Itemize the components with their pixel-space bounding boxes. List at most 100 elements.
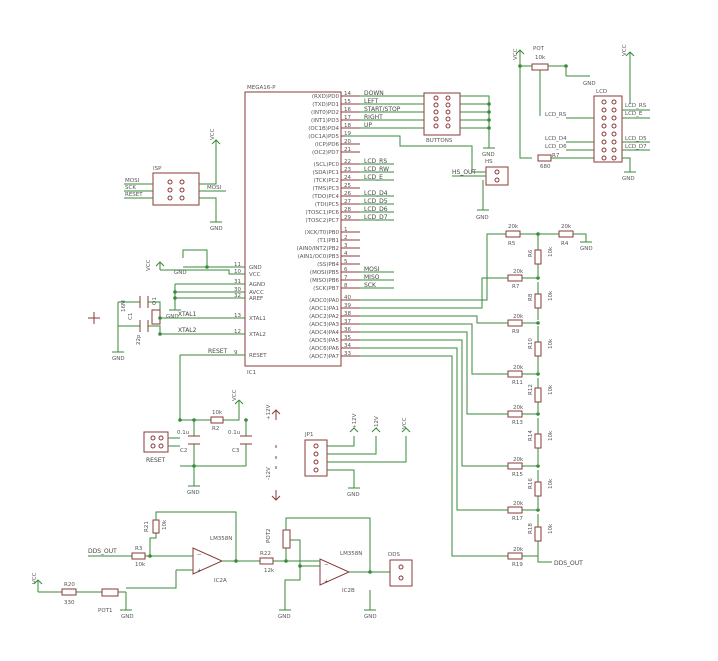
- pin-name: (ADC0)PA0: [309, 298, 339, 304]
- pin-name: (TXD)PD1: [312, 102, 339, 108]
- pin-name: XTAL2: [249, 332, 266, 338]
- svg-text:IC2A: IC2A: [214, 578, 227, 584]
- svg-text:GND: GND: [583, 81, 596, 87]
- svg-text:GND: GND: [347, 492, 360, 498]
- svg-text:20k: 20k: [513, 457, 524, 463]
- hs-connector[interactable]: HS: [485, 159, 509, 186]
- buttons-connector[interactable]: BUTTONS: [423, 92, 461, 144]
- svg-text:10k: 10k: [162, 519, 168, 530]
- reset-circuit[interactable]: RESET VCC 10k R2 GND 0.1u C2 0.1u C3: [143, 354, 252, 496]
- pin-number: 10: [234, 269, 241, 275]
- pin-name: AREF: [249, 296, 263, 302]
- svg-text:10k: 10k: [548, 384, 554, 395]
- r2r-ladder[interactable]: 20kR520kR4GND20kR720kR920kR1120kR1320kR1…: [505, 224, 593, 568]
- svg-text:10k: 10k: [135, 562, 146, 568]
- pin-number: 7: [344, 275, 348, 281]
- opamp-ic2b[interactable]: − + LM358N IC2B: [319, 551, 362, 594]
- net-label: START/STOP: [364, 106, 401, 113]
- pin-number: 19: [344, 131, 351, 137]
- svg-text:GND: GND: [112, 356, 125, 362]
- lcd-wires: LCD_RS LCD_E LCD_D5 LCD_D7 LCD_RS LCD_D4…: [545, 44, 650, 182]
- svg-text:20k: 20k: [513, 547, 524, 553]
- adc-wires: [360, 233, 508, 557]
- svg-text:22p: 22p: [136, 334, 142, 345]
- svg-text:LCD_D4: LCD_D4: [545, 136, 567, 142]
- pin-number: 22: [344, 159, 351, 165]
- svg-text:VCC: VCC: [402, 417, 408, 429]
- pin-name: (ADC4)PA4: [309, 330, 339, 336]
- pin-number: 17: [344, 115, 351, 121]
- svg-text:R6: R6: [528, 249, 534, 257]
- svg-text:R4: R4: [561, 241, 569, 247]
- svg-text:POT2: POT2: [266, 528, 272, 543]
- net-label: SCK: [364, 282, 377, 289]
- svg-text:GND: GND: [580, 246, 593, 252]
- svg-text:HS_OUT: HS_OUT: [452, 169, 476, 176]
- svg-text:VCC: VCC: [146, 259, 152, 271]
- svg-text:-12V: -12V: [374, 416, 380, 429]
- pin-number: 18: [344, 123, 351, 129]
- pin-number: 39: [344, 303, 351, 309]
- pin-name: (ADC1)PA1: [309, 306, 339, 312]
- svg-text:VCC: VCC: [32, 572, 38, 584]
- pin-name: (XCK/T0)PB0: [305, 230, 340, 236]
- pot-circuit[interactable]: POT 10k VCC GND R7 680: [513, 46, 596, 170]
- svg-text:R7: R7: [512, 284, 520, 290]
- pin-number: 2: [344, 235, 348, 241]
- pin-name: (TMS)PC3: [312, 186, 339, 192]
- dds-connector[interactable]: DDS: [388, 552, 413, 587]
- svg-text:20k: 20k: [508, 224, 519, 230]
- pin-number: 8: [344, 283, 348, 289]
- svg-text:MOSI: MOSI: [125, 178, 140, 184]
- pin-number: 37: [344, 319, 351, 325]
- pin-name: (T1)PB1: [317, 238, 339, 244]
- svg-text:10k: 10k: [548, 523, 554, 534]
- net-label: LCD_E: [364, 174, 383, 181]
- svg-text:+: +: [324, 579, 329, 585]
- pin-name: (TOSC1)PC6: [306, 210, 340, 216]
- opamp-ic2a[interactable]: − + LM358N IC2A: [192, 536, 232, 584]
- svg-text:GND: GND: [278, 614, 291, 620]
- crystal-circuit[interactable]: GND C1 22p Q1 16M: [88, 296, 176, 362]
- pin-name: (ADC6)PA6: [309, 346, 339, 352]
- svg-text:12k: 12k: [264, 568, 275, 574]
- isp-wires: MOSI SCK RESET MOSI GND VCC: [124, 128, 226, 232]
- svg-text:LCD_D5: LCD_D5: [625, 136, 647, 142]
- svg-text:0.1u: 0.1u: [177, 430, 189, 436]
- buttons-wires: [360, 95, 490, 148]
- jp1-wires: GND +12V -12V VCC: [327, 413, 411, 498]
- svg-text:R12: R12: [528, 384, 534, 395]
- pin-name: (TDI)PC5: [315, 202, 340, 208]
- svg-text:R9: R9: [512, 329, 520, 335]
- svg-text:SCK: SCK: [125, 185, 136, 191]
- pin-name: (SCL)PC0: [314, 162, 340, 168]
- hs-wires: HS_OUT GND: [345, 135, 489, 221]
- jp1-connector[interactable]: JP1: [304, 432, 328, 477]
- isp-connector[interactable]: ISP: [152, 166, 200, 206]
- lcd-connector[interactable]: LCD: [593, 89, 623, 163]
- svg-text:680: 680: [540, 164, 551, 170]
- pin-name: (OC1A)PD5: [308, 134, 339, 140]
- svg-text:LCD: LCD: [596, 89, 607, 95]
- svg-text:VCC: VCC: [210, 128, 216, 140]
- svg-text:−: −: [324, 562, 329, 568]
- pin-name: (INT1)PD3: [311, 118, 339, 124]
- svg-text:R7: R7: [552, 153, 560, 159]
- svg-text:IC2B: IC2B: [342, 588, 355, 594]
